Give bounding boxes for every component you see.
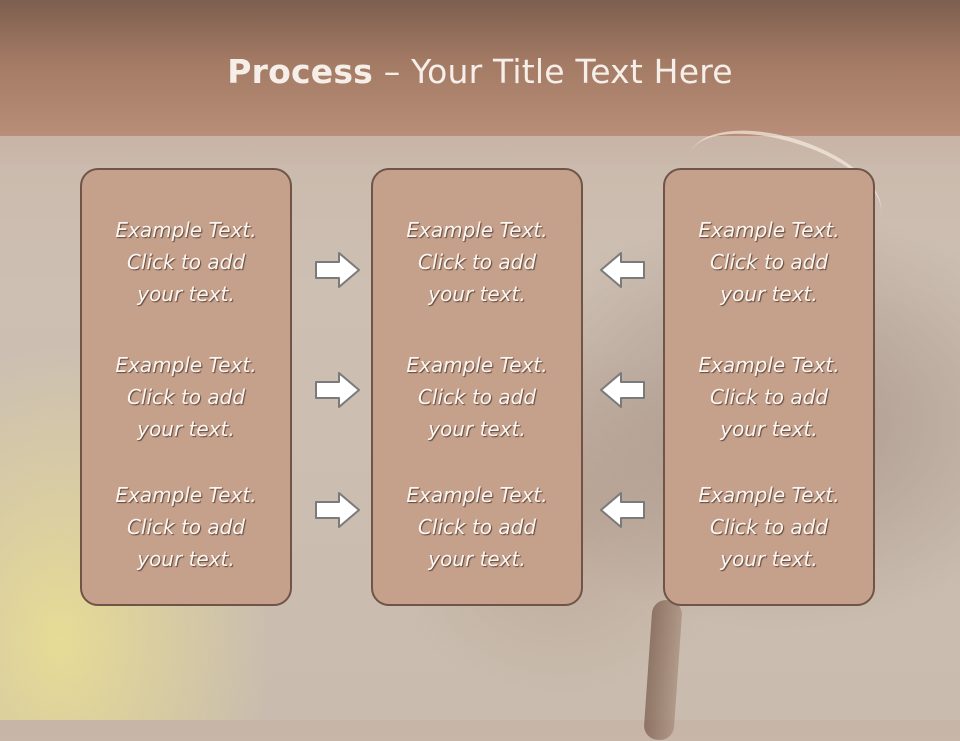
slide-title-bold: Process: [227, 52, 374, 91]
text-line: your text.: [720, 282, 818, 306]
text-item[interactable]: Example Text. Click to add your text.: [373, 214, 581, 310]
text-line: Click to add: [709, 385, 829, 409]
text-line: Click to add: [417, 250, 537, 274]
text-line: Click to add: [417, 385, 537, 409]
text-item[interactable]: Example Text. Click to add your text.: [82, 214, 290, 310]
text-line: Example Text.: [698, 483, 840, 507]
arrow-left-icon[interactable]: [598, 371, 646, 409]
arrow-right-icon[interactable]: [314, 371, 362, 409]
arrow-right-icon[interactable]: [314, 491, 362, 529]
text-line: Example Text.: [115, 483, 257, 507]
process-box-center[interactable]: Example Text. Click to add your text. Ex…: [371, 168, 583, 606]
text-line: Click to add: [417, 515, 537, 539]
arrow-left-icon[interactable]: [598, 491, 646, 529]
text-item[interactable]: Example Text. Click to add your text.: [665, 214, 873, 310]
text-item[interactable]: Example Text. Click to add your text.: [82, 479, 290, 575]
text-line: your text.: [720, 547, 818, 571]
text-line: your text.: [428, 282, 526, 306]
text-line: Example Text.: [115, 353, 257, 377]
text-line: Example Text.: [115, 218, 257, 242]
text-line: your text.: [137, 282, 235, 306]
text-line: your text.: [428, 547, 526, 571]
text-line: your text.: [720, 417, 818, 441]
text-line: Click to add: [126, 515, 246, 539]
text-item[interactable]: Example Text. Click to add your text.: [373, 479, 581, 575]
title-bar-band: [0, 136, 960, 166]
text-line: Example Text.: [698, 218, 840, 242]
text-item[interactable]: Example Text. Click to add your text.: [82, 349, 290, 445]
text-line: Click to add: [709, 250, 829, 274]
text-line: Example Text.: [406, 483, 548, 507]
text-line: Click to add: [709, 515, 829, 539]
text-line: Click to add: [126, 385, 246, 409]
title-bar: [0, 0, 960, 136]
process-box-left[interactable]: Example Text. Click to add your text. Ex…: [80, 168, 292, 606]
text-line: Example Text.: [406, 218, 548, 242]
text-item[interactable]: Example Text. Click to add your text.: [373, 349, 581, 445]
text-line: Example Text.: [698, 353, 840, 377]
text-line: your text.: [137, 547, 235, 571]
slide-title[interactable]: Process – Your Title Text Here: [0, 52, 960, 91]
slide-title-rest: – Your Title Text Here: [373, 52, 733, 91]
text-item[interactable]: Example Text. Click to add your text.: [665, 479, 873, 575]
text-item[interactable]: Example Text. Click to add your text.: [665, 349, 873, 445]
process-box-right[interactable]: Example Text. Click to add your text. Ex…: [663, 168, 875, 606]
text-line: Example Text.: [406, 353, 548, 377]
text-line: your text.: [428, 417, 526, 441]
arrow-left-icon[interactable]: [598, 251, 646, 289]
arrow-right-icon[interactable]: [314, 251, 362, 289]
text-line: Click to add: [126, 250, 246, 274]
text-line: your text.: [137, 417, 235, 441]
